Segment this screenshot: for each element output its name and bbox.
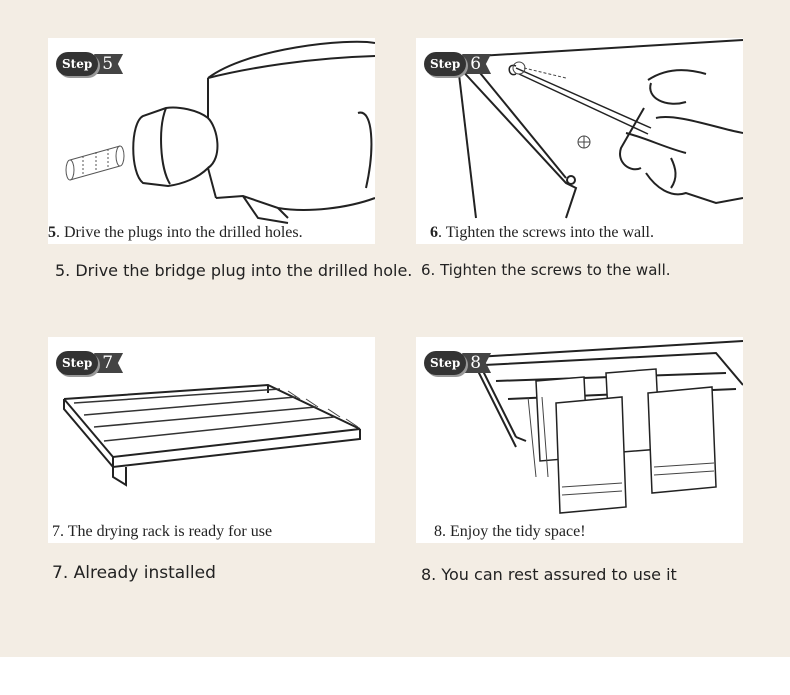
- panel-caption-text: 7. The drying rack is ready for use: [52, 523, 273, 540]
- panel-caption-text: 8. Enjoy the tidy space!: [434, 523, 586, 540]
- step-7-panel: Step 7 7. The drying rack is ready for u…: [48, 337, 375, 543]
- step-badge-number: 5: [94, 54, 124, 74]
- bottom-band: [0, 657, 790, 695]
- panel-caption-number: 6: [430, 224, 438, 241]
- step-8-description: 8. You can rest assured to use it: [421, 565, 677, 584]
- hammer-illustration: [65, 40, 375, 224]
- step-badge-word: Step: [424, 351, 467, 375]
- step-badge-word: Step: [424, 52, 467, 76]
- step-7-description: 7. Already installed: [52, 563, 216, 583]
- step-badge-word: Step: [56, 351, 99, 375]
- screwdriver-illustration: [445, 39, 743, 219]
- panel-caption: 5. Drive the plugs into the drilled hole…: [48, 224, 303, 242]
- step-badge: Step 6: [424, 52, 492, 76]
- panel-caption: 6. Tighten the screws into the wall.: [430, 224, 654, 242]
- step-badge-number: 7: [94, 353, 124, 373]
- panel-caption: 8. Enjoy the tidy space!: [434, 523, 586, 541]
- step-5-description: 5. Drive the bridge plug into the drille…: [55, 261, 413, 280]
- step-6-description: 6. Tighten the screws to the wall.: [421, 261, 671, 279]
- rack-with-towels-illustration: [475, 340, 743, 514]
- step-badge-word: Step: [56, 52, 99, 76]
- panel-caption-number: 5: [48, 224, 56, 241]
- step-badge: Step 7: [56, 351, 124, 375]
- step-6-panel: Step 6 6. Tighten the screws into the wa…: [416, 38, 743, 244]
- step-5-panel: Step 5 5. Drive the plugs into the drill…: [48, 38, 375, 244]
- step-badge: Step 5: [56, 52, 124, 76]
- panel-caption-text: . Tighten the screws into the wall.: [438, 224, 654, 241]
- step-badge-number: 6: [462, 54, 492, 74]
- panel-caption: 7. The drying rack is ready for use: [52, 523, 272, 541]
- drying-rack-illustration: [63, 383, 361, 487]
- step-badge-number: 8: [462, 353, 492, 373]
- step-8-panel: Step 8 8. Enjoy the tidy space!: [416, 337, 743, 543]
- step-badge: Step 8: [424, 351, 492, 375]
- panel-caption-text: . Drive the plugs into the drilled holes…: [56, 224, 303, 241]
